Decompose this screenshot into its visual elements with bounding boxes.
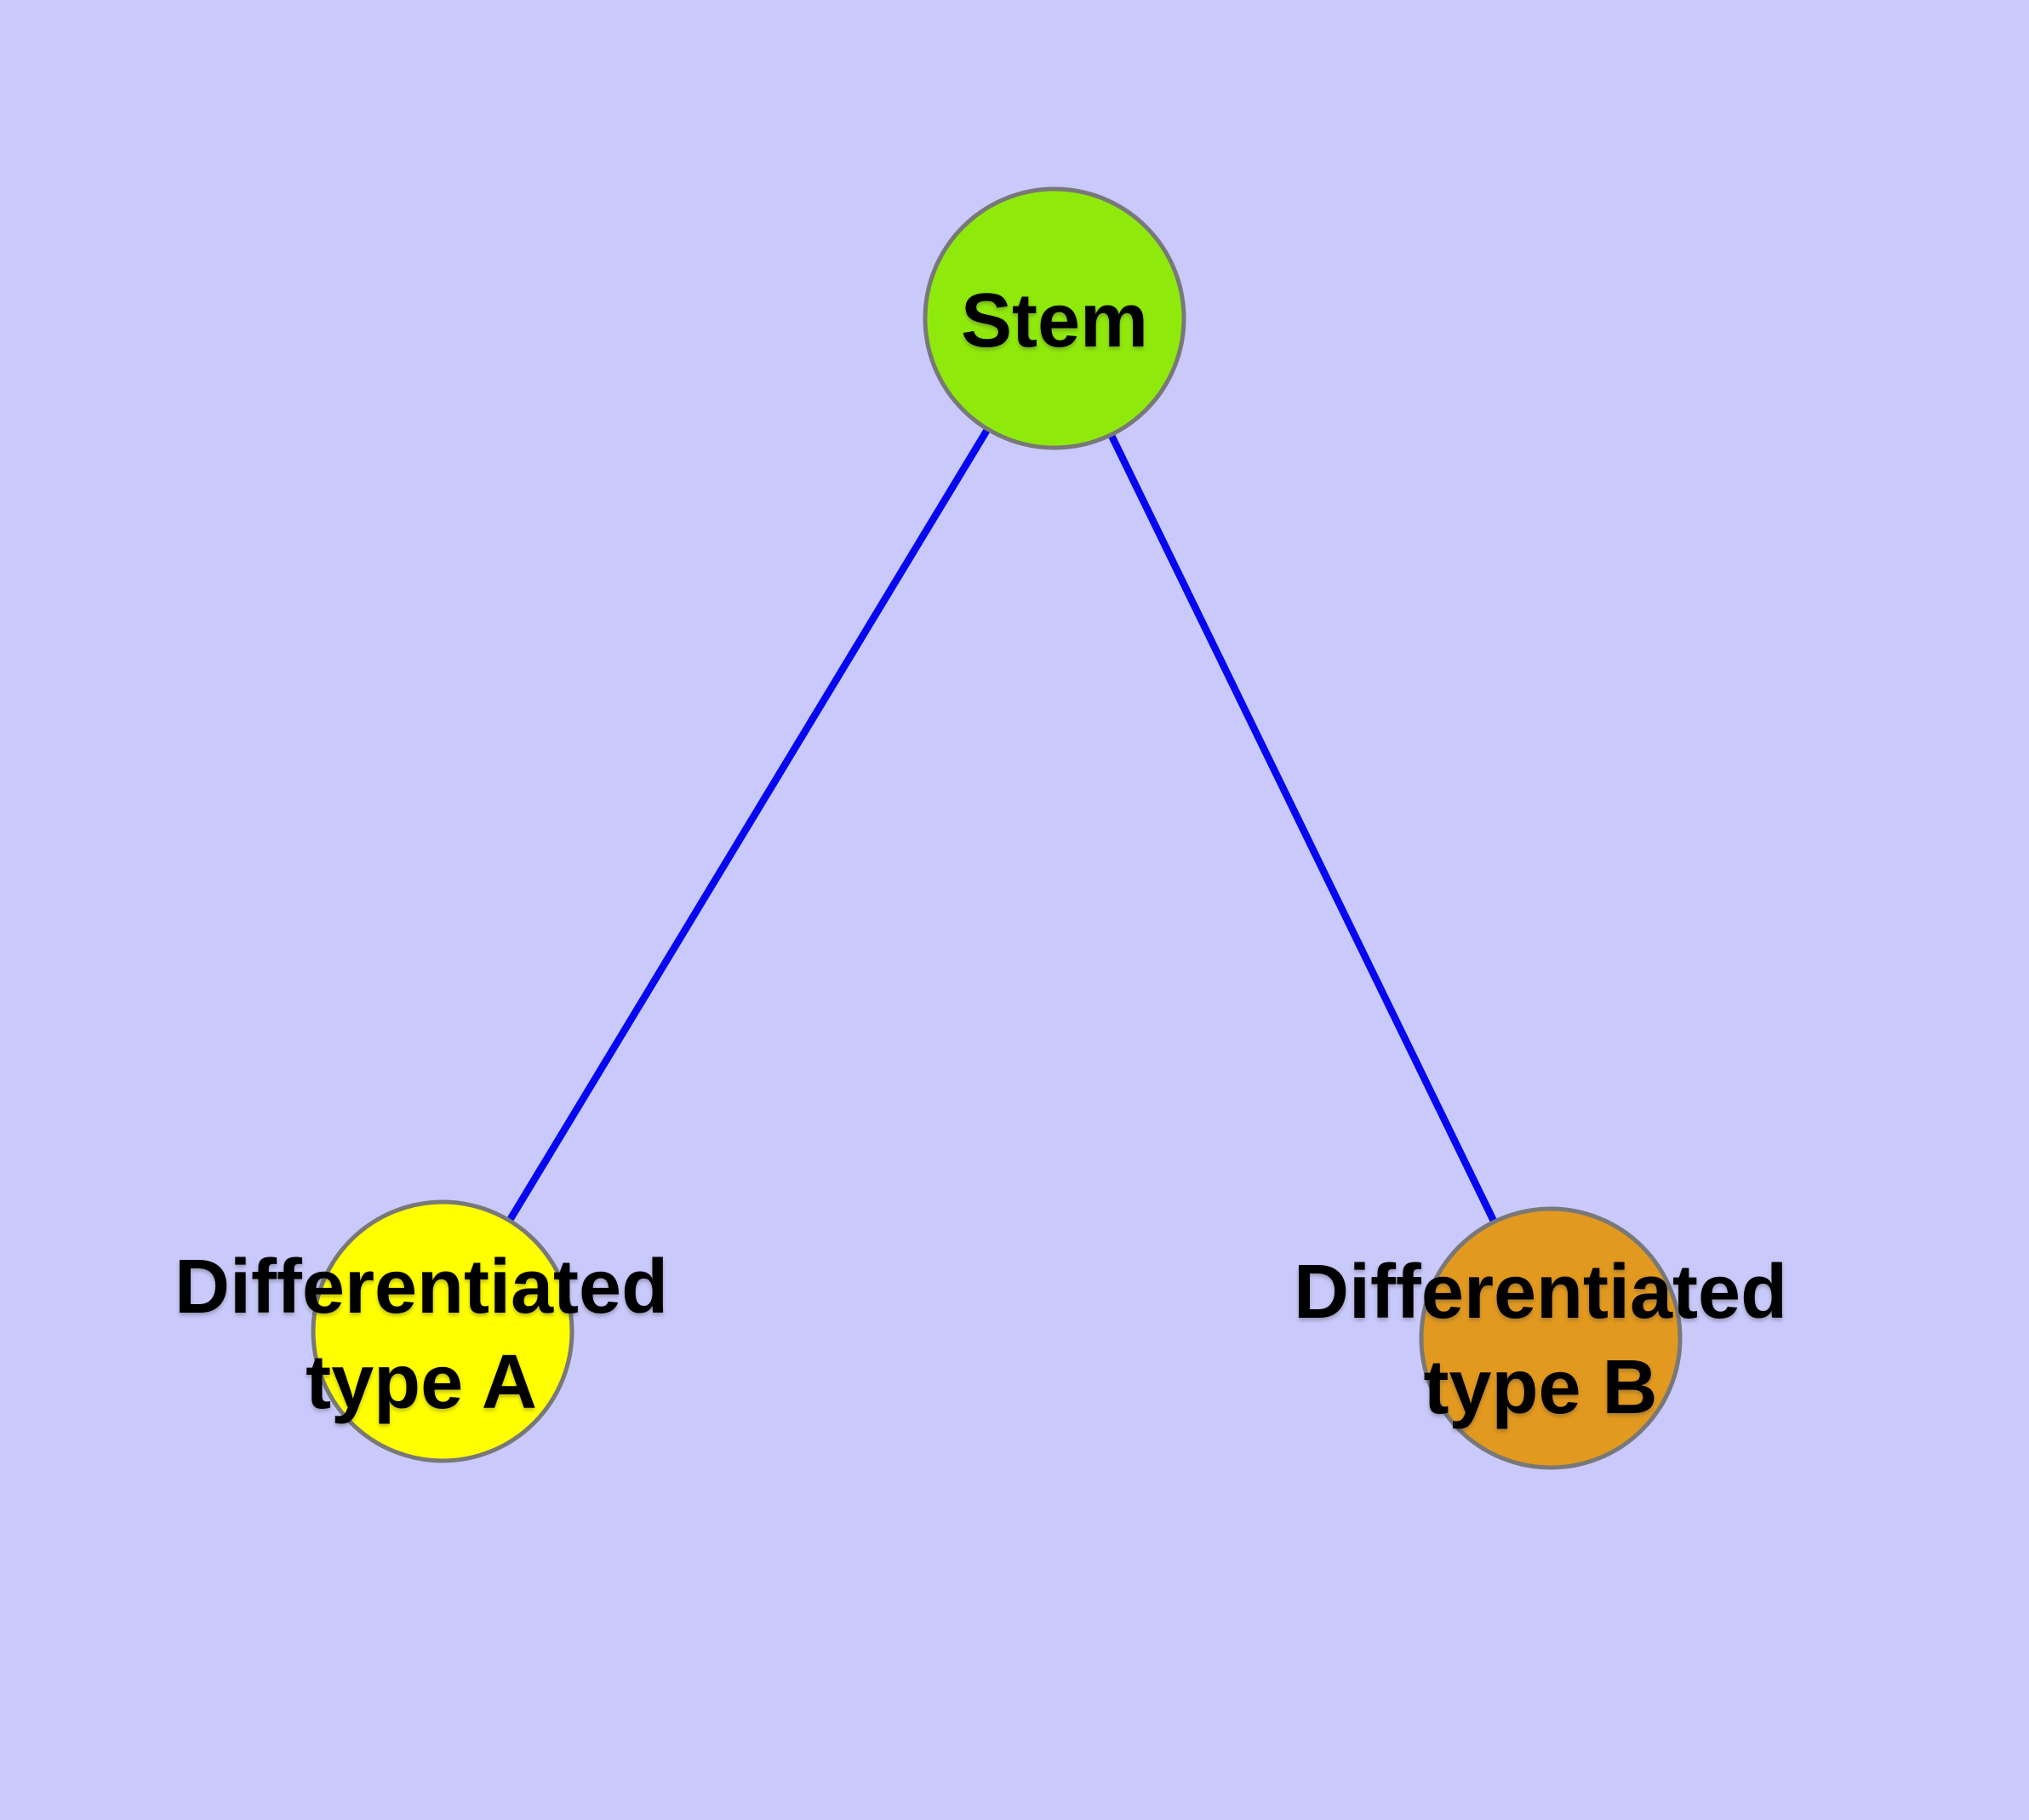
node-type-b-circle bbox=[1419, 1206, 1683, 1470]
node-type-b-label-line-2: type B bbox=[1423, 1345, 1658, 1430]
node-type-a-label: Differentiated type A bbox=[174, 1239, 668, 1430]
edge-stem-to-type-b bbox=[1051, 317, 1554, 1340]
node-type-b-label: Differentiated type B bbox=[1294, 1245, 1787, 1435]
node-type-a-label-line-1: Differentiated bbox=[174, 1245, 669, 1330]
node-type-a-circle bbox=[311, 1199, 574, 1463]
node-stem-label: Stem bbox=[960, 278, 1149, 363]
node-stem-circle bbox=[923, 186, 1186, 450]
node-type-b-label-line-1: Differentiated bbox=[1293, 1250, 1788, 1335]
edge-stem-to-type-a bbox=[439, 316, 1058, 1334]
node-type-a-label-line-2: type A bbox=[306, 1340, 537, 1425]
